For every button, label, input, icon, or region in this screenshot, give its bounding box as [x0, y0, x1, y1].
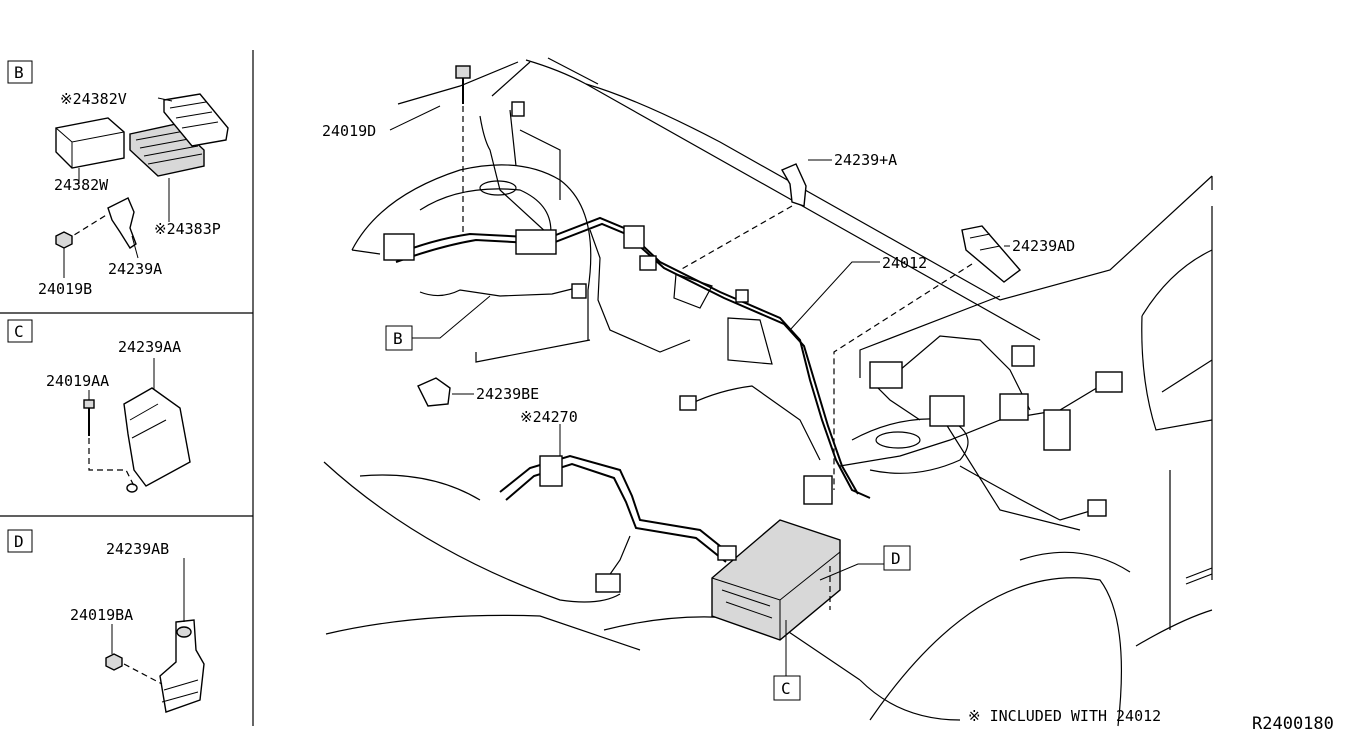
leader-lines: [389, 105, 1010, 676]
fuse-holder-part: [55, 117, 125, 169]
label-24012: 24012: [882, 254, 927, 272]
callout-d: D: [883, 545, 911, 571]
fuse-cover-part: [163, 93, 229, 147]
svg-text:C: C: [781, 679, 791, 698]
callout-b: B: [385, 325, 413, 351]
label-24382w: 24382W: [54, 176, 109, 194]
label-24239ab: 24239AB: [106, 540, 169, 558]
bracket-24239aa: [123, 387, 191, 493]
panel-d: D 24239AB 24019BA: [7, 529, 205, 713]
panel-frame: [0, 50, 254, 726]
panel-c: C 24239AA 24019AA: [7, 319, 191, 493]
label-24239-plus-a: 24239+A: [834, 151, 897, 169]
diagram-id: R2400180: [1252, 714, 1334, 734]
label-24239ad: 24239AD: [1012, 237, 1075, 255]
vehicle-body-outline: [323, 57, 1213, 727]
nut-24019b: [55, 231, 73, 278]
panel-c-tag: C: [14, 322, 24, 341]
panel-b: B ※24382V 24382W ※24383P 24239A: [7, 60, 229, 298]
bracket-24239ad: [961, 225, 1022, 283]
main-labels: 24019D 24239+A 24012 24239AD 24239BE ※24…: [322, 122, 1075, 701]
bolt-24019d: [455, 65, 471, 104]
sub-harness-24270: [499, 454, 737, 593]
fuse-box-housing: [711, 519, 841, 641]
footnote: ※ INCLUDED WITH 24012: [968, 707, 1161, 725]
label-24019b: 24019B: [38, 280, 92, 298]
callout-c: C: [773, 675, 801, 701]
panel-d-tag: D: [14, 532, 24, 551]
bracket-24239a: [107, 197, 139, 259]
label-24019ba: 24019BA: [70, 606, 133, 624]
bracket-24239ab: [159, 619, 205, 713]
label-24019d: 24019D: [322, 122, 376, 140]
nut-24019ba: [105, 653, 123, 671]
bracket-24239be: [417, 377, 451, 407]
label-24270: ※24270: [520, 408, 578, 426]
label-24383p: ※24383P: [154, 220, 221, 238]
bolt-24019aa: [83, 399, 95, 436]
panel-b-tag: B: [14, 63, 24, 82]
bracket-24239-plus-a: [781, 163, 807, 207]
svg-text:D: D: [891, 549, 901, 568]
label-24239aa: 24239AA: [118, 338, 181, 356]
label-24019aa: 24019AA: [46, 372, 109, 390]
label-24382v: ※24382V: [60, 90, 127, 108]
svg-text:B: B: [393, 329, 403, 348]
label-24239a: 24239A: [108, 260, 162, 278]
label-24239be: 24239BE: [476, 385, 539, 403]
harness-24012: [383, 65, 1123, 641]
